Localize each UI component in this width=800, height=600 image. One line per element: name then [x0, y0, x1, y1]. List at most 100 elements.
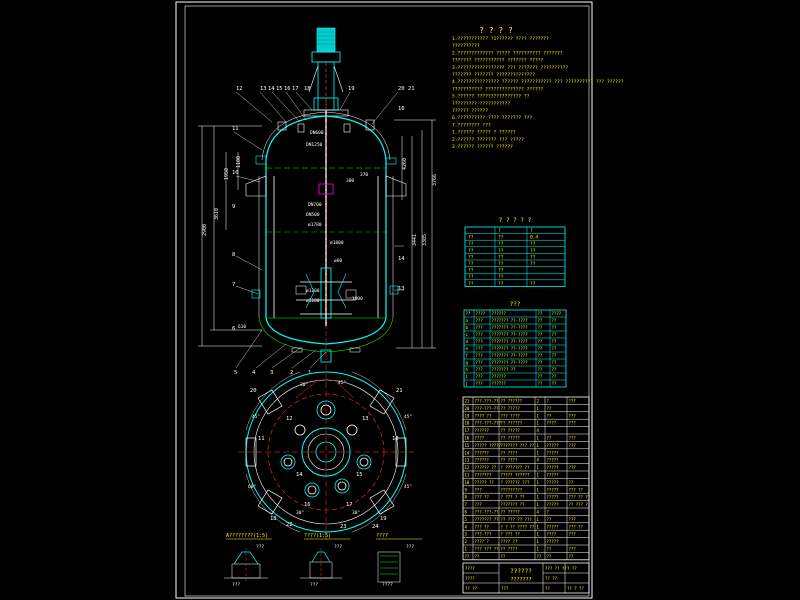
dimension-left: 3610 — [214, 208, 220, 220]
parts-cell: ????? ?? — [475, 480, 495, 485]
nozzle-cell: ??? — [476, 325, 484, 330]
nozzle-cell: ?? — [552, 381, 557, 386]
top-nozzle-left — [277, 121, 287, 131]
parts-cell: 1 — [537, 421, 540, 426]
nozzle-cell: e — [466, 346, 469, 351]
nozzle-cell: ?? — [538, 332, 543, 337]
title-cell: ??? — [501, 586, 509, 591]
dimension-left: 1100 — [236, 156, 242, 168]
parts-cell: 12 — [465, 465, 470, 470]
parts-cell: ???-???-??? — [475, 421, 502, 426]
plan-callout: 15 — [356, 472, 363, 478]
nozzle-cell: ?? — [552, 339, 557, 344]
parts-cell: 11 — [465, 473, 470, 478]
parts-cell: ?? — [547, 436, 552, 441]
parts-cell: ?? ????? — [501, 510, 521, 515]
plan-callout: 22 — [286, 522, 293, 528]
parts-cell: ??? — [569, 517, 577, 522]
parts-cell: 7 — [465, 502, 468, 507]
dimension-lines-right — [394, 119, 436, 349]
parts-cell: 1 — [537, 465, 540, 470]
plan-callout: 24 — [372, 524, 379, 530]
parts-cell: ?? — [569, 480, 574, 485]
callout-top: 16 — [284, 86, 291, 92]
spec-cell: ?? — [498, 261, 504, 267]
callout-left: 6 — [232, 326, 235, 332]
parts-cell: 4 — [537, 510, 540, 515]
plan-dimension: 60° — [248, 484, 256, 490]
spec-cell: ?? — [530, 248, 536, 254]
note-line: ??????? ??????????? ??????? ????? — [452, 58, 544, 64]
note-line: 5.?????? ???????????????? ?? — [452, 94, 530, 100]
parts-cell: ?????? ?? — [475, 465, 497, 470]
callout-bottom: 1 — [308, 370, 311, 376]
parts-cell: ?? — [547, 517, 552, 522]
plan-view — [238, 364, 414, 540]
nozzle-cell: ??????? ??-???? — [492, 318, 529, 323]
parts-cell: ???-???-?? — [475, 406, 500, 411]
nozzle-cell: ?? — [538, 346, 543, 351]
nozzle-table-title: ??? — [510, 301, 521, 308]
plan-callout: 17 — [346, 502, 353, 508]
parts-cell: 18 — [465, 421, 470, 426]
dimension-inner: DN1250 — [306, 142, 323, 148]
nozzle-cell: ?? — [552, 318, 557, 323]
parts-cell: ?? ??? ?? ??? — [501, 517, 533, 522]
dimension-inner: ø1200 — [306, 288, 320, 294]
plan-dimension: 30° — [300, 382, 308, 388]
impeller-blades — [296, 281, 356, 315]
dimension-left: 2900 — [202, 224, 208, 236]
dimension-inner: DN500 — [306, 212, 320, 218]
note-line: 4.??????????????? ?????? ??????????? ???… — [452, 79, 624, 85]
parts-cell: 2 — [537, 399, 540, 404]
callout-top: 15 — [276, 86, 283, 92]
parts-cell: ???? — [475, 436, 485, 441]
parts-cell: ????? — [547, 495, 560, 500]
spec-cell: ?? — [498, 281, 504, 287]
parts-cell: ??? — [569, 436, 577, 441]
nozzle-cell: ???? — [552, 311, 562, 316]
parts-cell: ???? ?? — [475, 413, 492, 418]
parts-cell: ??????? — [475, 473, 492, 478]
parts-cell: ?? — [475, 554, 480, 559]
shaft-coupling — [318, 183, 334, 195]
parts-cell: ?? ???? — [501, 458, 518, 463]
callout-left: 9 — [232, 204, 235, 210]
title-cell: ???? — [465, 576, 475, 581]
plan-dimension: 45° — [252, 414, 260, 420]
parts-cell: 10 — [465, 480, 470, 485]
parts-cell: ??? — [569, 443, 577, 448]
spec-table-title: ? ? ? ? ? — [499, 217, 532, 224]
spec-cell: ? — [498, 228, 501, 234]
nozzle-cell: ??? — [476, 332, 484, 337]
note-line: ?????????? — [452, 43, 480, 49]
drawing-name: ?????? — [510, 568, 532, 575]
impeller-hub — [320, 267, 332, 319]
nozzle-cell: b — [466, 325, 469, 330]
section-details — [224, 548, 401, 583]
dimension-inner: ø60 — [334, 258, 342, 264]
plan-dimension: 30° — [352, 510, 360, 516]
dimension-left: 1950 — [224, 168, 230, 180]
spec-table: ? ? ? ? ???????0.4??????????????????????… — [464, 217, 566, 287]
nozzle-cell: i — [466, 374, 469, 379]
parts-cell: ? ??? ?? — [501, 532, 521, 537]
parts-cell: 8 — [465, 495, 468, 500]
spec-cell: ?? — [468, 274, 474, 280]
parts-cell: 1 — [537, 443, 540, 448]
section-detail-2 — [300, 548, 342, 582]
parts-cell: ?? ???? — [501, 547, 518, 552]
parts-cell: ?? — [547, 413, 552, 418]
parts-cell: ?? — [547, 547, 552, 552]
nozzle-cell: ?? — [538, 311, 543, 316]
plan-callout: 20 — [250, 388, 257, 394]
parts-cell: ?? ?????? — [501, 399, 523, 404]
note-line: ????????? ??????????? — [452, 101, 510, 107]
parts-cell: 1 — [537, 413, 540, 418]
nozzle-cell: ?? — [552, 325, 557, 330]
title-cell: ???? — [465, 566, 475, 571]
dimension-inner: 300 — [346, 178, 354, 184]
spec-cell: ?? — [498, 248, 504, 254]
parts-cell: ????? — [547, 458, 560, 463]
